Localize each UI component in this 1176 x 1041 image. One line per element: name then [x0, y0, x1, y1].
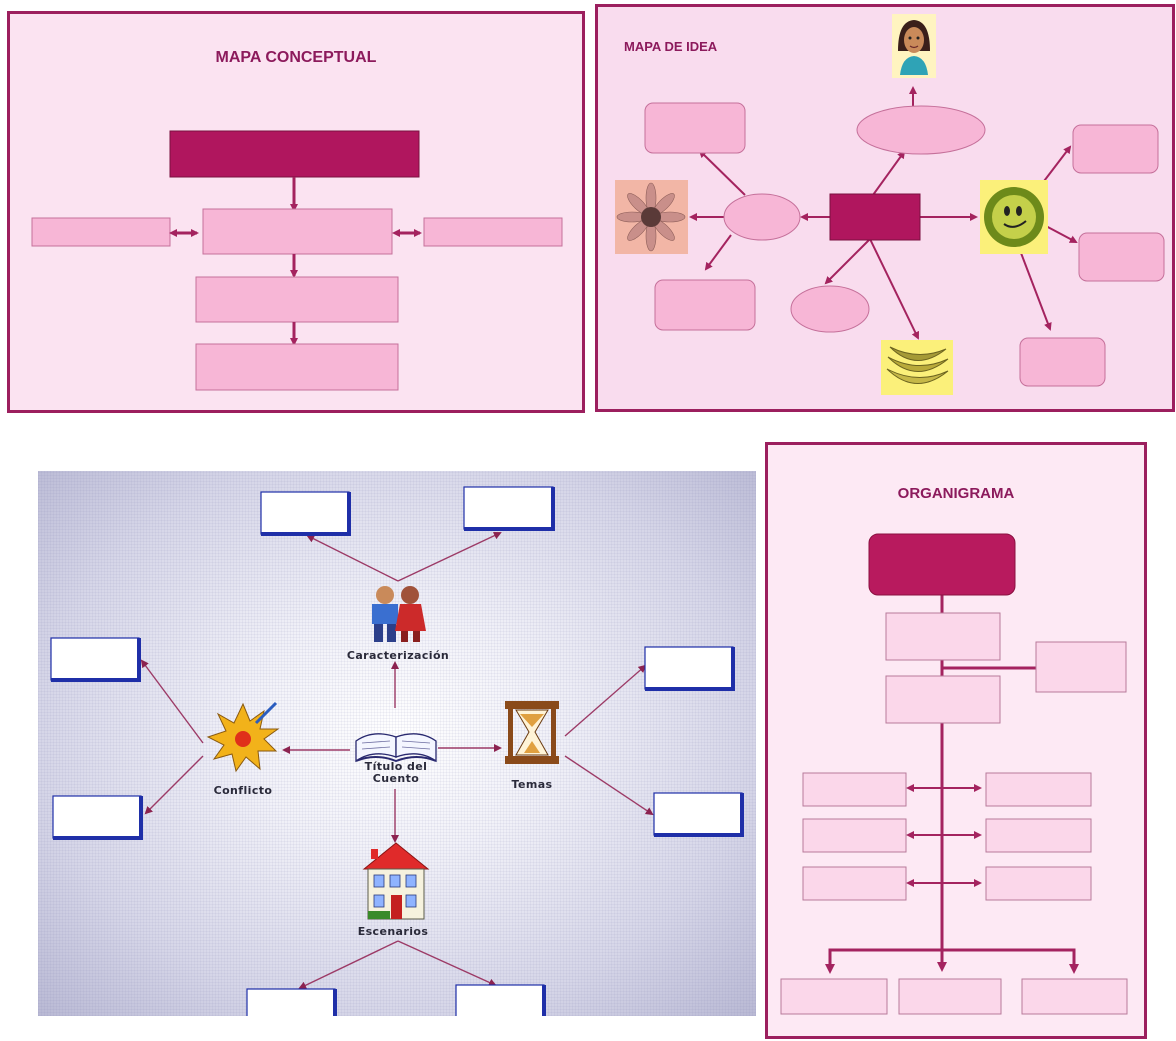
org-box-level-1	[885, 612, 1001, 661]
story-box	[260, 491, 351, 536]
main-concept-box	[169, 130, 420, 178]
idea-box-right-2	[1078, 232, 1165, 282]
open-book-icon	[355, 733, 437, 763]
concept-map-title: MAPA CONCEPTUAL	[215, 49, 377, 66]
story-map-panel: Caracterización Título del Cuento Confli…	[38, 471, 756, 1016]
org-bottom-box-2	[898, 978, 1002, 1015]
idea-map-panel: MAPA DE IDEA	[595, 4, 1175, 412]
org-box-left-3	[802, 866, 907, 901]
idea-map-arrows	[689, 86, 1078, 340]
idea-ellipse-left	[723, 193, 801, 241]
story-box	[50, 637, 141, 682]
idea-center-box	[829, 193, 921, 241]
idea-map-title: MAPA DE IDEA	[624, 39, 718, 54]
idea-ellipse-bottom	[790, 285, 870, 333]
story-map-arrows	[140, 531, 654, 990]
org-bottom-box-1	[780, 978, 888, 1015]
org-bottom-box-3	[1021, 978, 1128, 1015]
org-box-left-2	[802, 818, 907, 853]
idea-ellipse-top	[856, 105, 986, 155]
sun-face-picture-icon	[980, 180, 1048, 254]
org-box-right-3	[985, 866, 1092, 901]
org-top-box	[868, 533, 1016, 596]
people-icon	[372, 586, 426, 642]
org-box-right-2	[985, 818, 1092, 853]
settings-label: Escenarios	[357, 925, 429, 938]
story-box	[644, 646, 735, 691]
story-box	[246, 988, 337, 1016]
org-box-level-2	[885, 675, 1001, 724]
left-box	[31, 217, 171, 247]
bananas-picture-icon	[881, 340, 953, 395]
house-icon	[362, 842, 430, 920]
themes-label: Temas	[511, 778, 553, 791]
idea-map-diagram	[615, 14, 1165, 395]
lower-box-1	[195, 276, 399, 323]
idea-box-top-left	[644, 102, 746, 154]
story-title-label: Título del Cuento	[364, 760, 428, 785]
explosion-icon	[206, 701, 280, 773]
concept-map-panel: MAPA CONCEPTUAL	[7, 11, 585, 413]
org-chart-diagram	[780, 533, 1128, 1015]
concept-map-diagram	[31, 130, 563, 391]
story-boxes	[50, 486, 744, 1016]
org-chart-panel: ORGANIGRAMA	[765, 442, 1147, 1039]
story-box	[463, 486, 555, 531]
org-chart-title: ORGANIGRAMA	[897, 485, 1015, 502]
idea-box-right-1	[1072, 124, 1159, 174]
story-box	[52, 795, 143, 840]
hourglass-icon	[505, 701, 559, 764]
story-box	[455, 984, 546, 1016]
idea-box-right-3	[1019, 337, 1106, 387]
characterization-label: Caracterización	[346, 649, 450, 662]
lower-box-2	[195, 343, 399, 391]
story-box	[653, 792, 744, 837]
conflict-label: Conflicto	[213, 784, 273, 797]
girl-picture-icon	[892, 14, 936, 78]
bottom-branch-line	[828, 948, 1076, 969]
org-box-side	[1035, 641, 1127, 693]
right-box	[423, 217, 563, 247]
central-box	[202, 208, 393, 255]
idea-box-bottom-left	[654, 279, 756, 331]
org-box-right-1	[985, 772, 1092, 807]
sunflower-picture-icon	[615, 180, 688, 254]
org-box-left-1	[802, 772, 907, 807]
story-map-diagram	[50, 486, 744, 1016]
